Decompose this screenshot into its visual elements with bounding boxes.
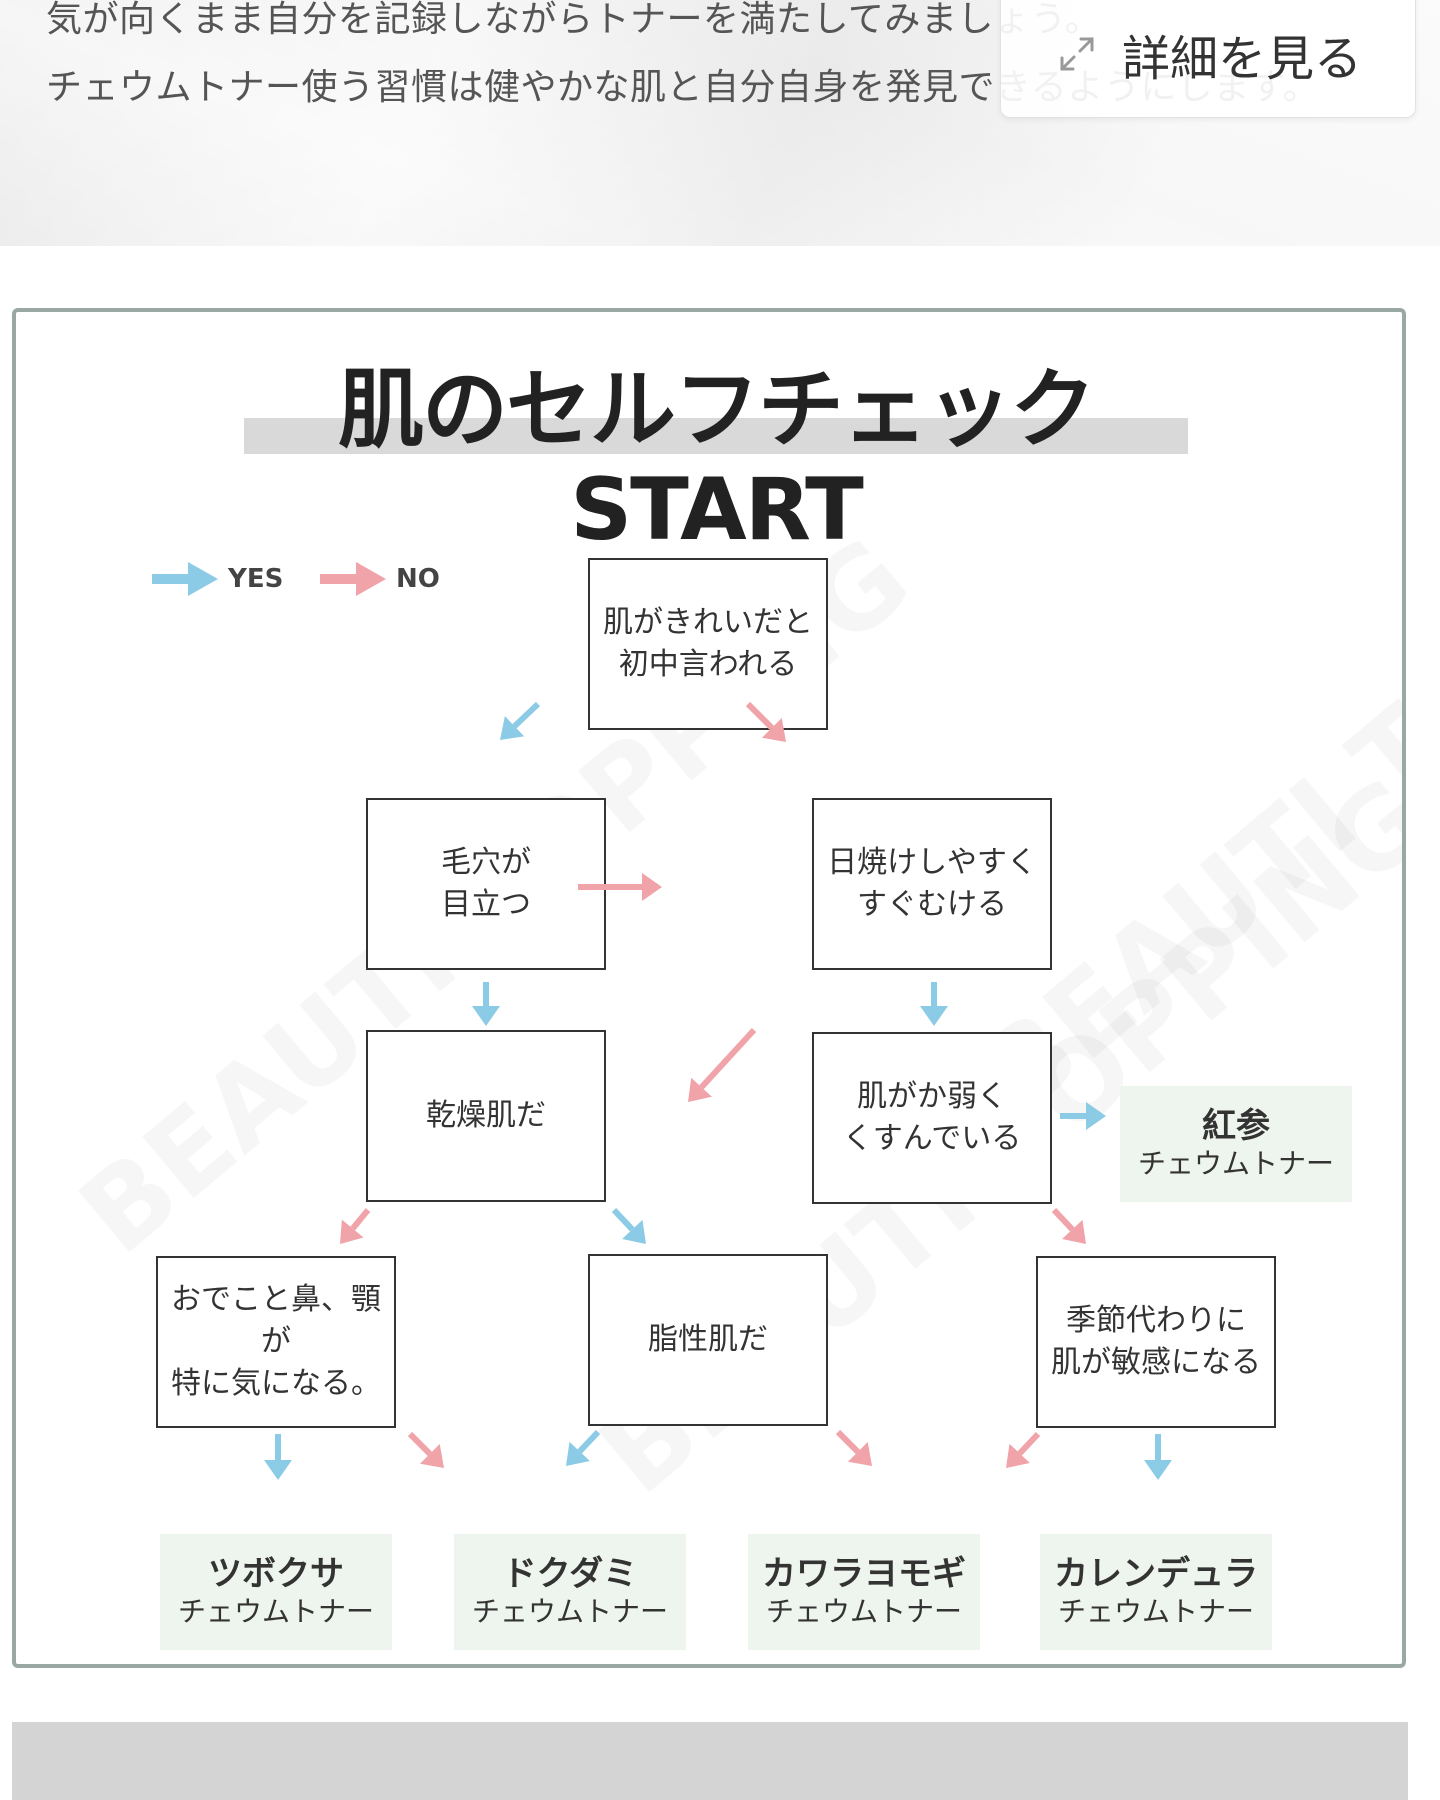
- question-node-2: 毛穴が 目立つ: [366, 798, 606, 970]
- legend-yes: YES: [152, 562, 283, 596]
- view-details-label: 詳細を見る: [1121, 31, 1362, 87]
- result-kawarayomogi: カワラヨモギ チェウムトナー: [748, 1534, 980, 1650]
- title-highlight: [244, 418, 1188, 454]
- result-red-ginseng: 紅参 チェウムトナー: [1120, 1086, 1352, 1202]
- arrow-q6-to-tsubokusa: [264, 1434, 292, 1480]
- result-sub: チェウムトナー: [765, 1595, 962, 1628]
- arrow-q7-to-kawarayomogi: [835, 1429, 872, 1466]
- flow-arrows: [264, 701, 1172, 1480]
- result-sub: チェウムトナー: [1057, 1595, 1254, 1628]
- question-node-3: 日焼けしやすく すぐむける: [812, 798, 1052, 970]
- intro-section: 気が向くまま自分を記録しながらトナーを満たしてみましょう。 チェウムトナー使う習…: [0, 0, 1440, 246]
- question-node-1: 肌がきれいだと 初中言われる: [588, 558, 828, 730]
- expand-arrows-icon: [1060, 37, 1094, 71]
- arrow-q5-to-red-ginseng: [1060, 1102, 1106, 1130]
- result-sub: チェウムトナー: [177, 1595, 374, 1628]
- arrow-q6-to-dokudami: [407, 1431, 444, 1468]
- result-name: 紅参: [1202, 1106, 1270, 1146]
- question-node-7: 脂性肌だ: [588, 1254, 828, 1426]
- result-dokudami: ドクダミ チェウムトナー: [454, 1534, 686, 1650]
- result-sub: チェウムトナー: [471, 1595, 668, 1628]
- result-name: カワラヨモギ: [762, 1554, 966, 1594]
- chart-title: 肌のセルフチェック START: [338, 360, 1096, 560]
- arrow-q2-to-q4: [472, 982, 500, 1026]
- view-details-button[interactable]: 詳細を見る: [1000, 0, 1416, 118]
- result-sub: チェウムトナー: [1137, 1147, 1334, 1180]
- result-calendula: カレンデュラ チェウムトナー: [1040, 1534, 1272, 1650]
- result-tsubokusa: ツボクサ チェウムトナー: [160, 1534, 392, 1650]
- result-name: カレンデュラ: [1054, 1554, 1258, 1594]
- next-section-placeholder: [12, 1722, 1408, 1800]
- question-node-4: 乾燥肌だ: [366, 1030, 606, 1202]
- intro-text-line-1: 気が向くまま自分を記録しながらトナーを満たしてみましょう。: [46, 0, 1102, 40]
- arrow-q4-to-q6: [340, 1208, 371, 1244]
- question-node-5: 肌がか弱く くすんでいる: [812, 1032, 1052, 1204]
- legend-no-label: NO: [396, 564, 440, 594]
- arrow-q3-to-q4: [688, 1027, 757, 1102]
- legend-no: NO: [320, 562, 440, 596]
- result-name: ツボクサ: [208, 1554, 344, 1594]
- arrow-q2-to-q3: [578, 873, 662, 901]
- arrow-q1-to-q3: [745, 701, 786, 742]
- no-arrow-icon: [320, 562, 386, 596]
- arrow-q5-to-q8: [1051, 1207, 1086, 1244]
- question-node-6: おでこと鼻、顎が 特に気になる。: [156, 1256, 396, 1428]
- question-node-8: 季節代わりに 肌が敏感になる: [1036, 1256, 1276, 1428]
- result-name: ドクダミ: [502, 1554, 638, 1594]
- arrow-q8-to-calendula: [1144, 1434, 1172, 1480]
- chart-title-block: 肌のセルフチェック START: [244, 360, 1188, 560]
- arrow-q1-to-q2: [500, 701, 541, 740]
- yes-arrow-icon: [152, 562, 218, 596]
- skin-check-infographic: BEAUTI TOPPING BEAUTI TOPPING BEAUTI TOP…: [12, 308, 1406, 1668]
- arrow-q7-to-dokudami: [566, 1429, 601, 1466]
- legend-yes-label: YES: [228, 564, 284, 594]
- arrow-q8-to-kawarayomogi: [1006, 1431, 1041, 1468]
- arrow-q3-to-q5: [920, 982, 948, 1026]
- arrow-q4-to-q7: [611, 1207, 646, 1244]
